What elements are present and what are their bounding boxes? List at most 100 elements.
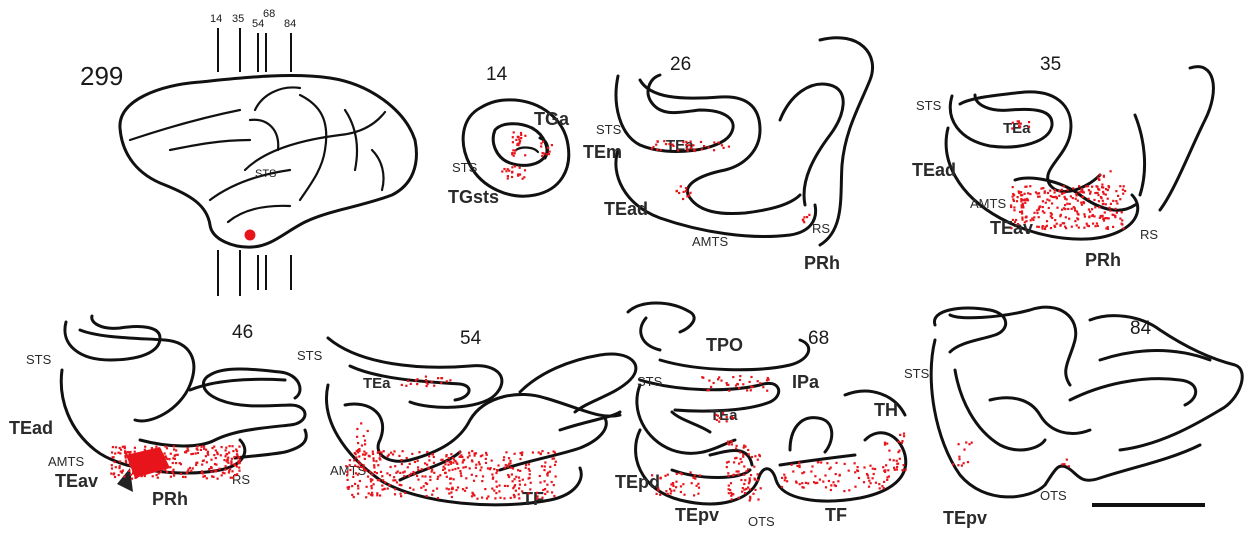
labeled-cell xyxy=(418,451,420,453)
labeled-cell xyxy=(130,474,132,476)
labeled-cell xyxy=(428,455,430,457)
labeled-cell xyxy=(830,467,832,469)
labeled-cell xyxy=(348,486,350,488)
labeled-cell xyxy=(211,475,213,477)
labeled-cell xyxy=(498,490,500,492)
labeled-cell xyxy=(492,476,494,478)
labeled-cell xyxy=(393,450,395,452)
labeled-cell xyxy=(683,494,685,496)
labeled-cell xyxy=(546,153,548,155)
labeled-cell xyxy=(555,475,557,477)
labeled-cell xyxy=(698,487,700,489)
labeled-cell xyxy=(726,420,728,422)
labeled-cell xyxy=(399,484,401,486)
labeled-cell xyxy=(1091,186,1093,188)
s54-TF: TF xyxy=(522,489,544,509)
labeled-cell xyxy=(1044,192,1046,194)
labeled-cell xyxy=(552,458,554,460)
labeled-cell xyxy=(484,488,486,490)
labeled-cell xyxy=(149,466,151,468)
labeled-cell xyxy=(878,483,880,485)
labeled-cell xyxy=(352,476,354,478)
labeled-cell xyxy=(875,482,877,484)
labeled-cell xyxy=(783,474,785,476)
labeled-cell xyxy=(1054,191,1056,193)
labeled-cell xyxy=(440,382,442,384)
labeled-cell xyxy=(801,486,803,488)
labeled-cell xyxy=(129,453,131,455)
section-lines-top xyxy=(218,28,291,72)
labeled-cell xyxy=(432,490,434,492)
labeled-cell xyxy=(715,414,717,416)
labeled-cell xyxy=(680,485,682,487)
labeled-cell xyxy=(735,385,737,387)
labeled-cell xyxy=(425,382,427,384)
labeled-cell xyxy=(514,152,516,154)
labeled-cell xyxy=(1054,219,1056,221)
labeled-cell xyxy=(416,383,418,385)
labeled-cell xyxy=(739,379,741,381)
labeled-cell xyxy=(1091,208,1093,210)
labeled-cell xyxy=(707,146,709,148)
labeled-cell xyxy=(1097,177,1099,179)
labeled-cell xyxy=(210,467,212,469)
labeled-cell xyxy=(381,485,383,487)
labeled-cell xyxy=(139,459,141,461)
labeled-cell xyxy=(455,462,457,464)
labeled-cell xyxy=(743,445,745,447)
labeled-cell xyxy=(401,384,403,386)
labeled-cell xyxy=(541,155,543,157)
labeled-cell xyxy=(735,447,737,449)
labeled-cell xyxy=(1109,210,1111,212)
labeled-cell xyxy=(163,463,165,465)
labeled-cell xyxy=(549,466,551,468)
labeled-cell xyxy=(174,455,176,457)
labeled-cell xyxy=(541,465,543,467)
labeled-cell xyxy=(1100,197,1102,199)
labeled-cell xyxy=(449,379,451,381)
labeled-cell xyxy=(718,142,720,144)
labeled-cell xyxy=(215,449,217,451)
labeled-cell xyxy=(901,442,903,444)
labeled-cell xyxy=(171,471,173,473)
labeled-cell xyxy=(513,496,515,498)
labeled-cell xyxy=(737,383,739,385)
labeled-cell xyxy=(374,471,376,473)
labeled-cell xyxy=(479,469,481,471)
labeled-cell xyxy=(738,470,740,472)
labeled-cell xyxy=(898,450,900,452)
labeled-cell xyxy=(363,467,365,469)
labeled-cell xyxy=(396,481,398,483)
labeled-cell xyxy=(1028,126,1030,128)
labeled-cell xyxy=(351,494,353,496)
labeled-cell xyxy=(205,449,207,451)
labeled-cell xyxy=(745,488,747,490)
labeled-cell xyxy=(476,498,478,500)
labeled-cell xyxy=(355,456,357,458)
labeled-cell xyxy=(524,154,526,156)
brain-lateral-view: 299 14 35 54 68 84 xyxy=(80,8,416,296)
labeled-cell xyxy=(528,468,530,470)
labeled-cell xyxy=(522,479,524,481)
labeled-cell xyxy=(1024,198,1026,200)
labeled-cell xyxy=(685,141,687,143)
labeled-cell xyxy=(655,144,657,146)
labeled-cell xyxy=(373,466,375,468)
labeled-cell xyxy=(450,453,452,455)
labeled-cell xyxy=(132,472,134,474)
labeled-cell xyxy=(512,149,514,151)
labeled-cell xyxy=(375,460,377,462)
s68-sts: STS xyxy=(637,374,663,389)
labeled-cell xyxy=(372,451,374,453)
labeled-cell xyxy=(514,150,516,152)
labeled-cell xyxy=(437,476,439,478)
labeled-cell xyxy=(742,383,744,385)
labeled-cell xyxy=(897,463,899,465)
labeled-cell xyxy=(114,461,116,463)
labeled-cell xyxy=(826,462,828,464)
labeled-cell xyxy=(450,463,452,465)
labeled-cell xyxy=(379,455,381,457)
labeled-cell xyxy=(519,458,521,460)
labeled-cell xyxy=(693,494,695,496)
